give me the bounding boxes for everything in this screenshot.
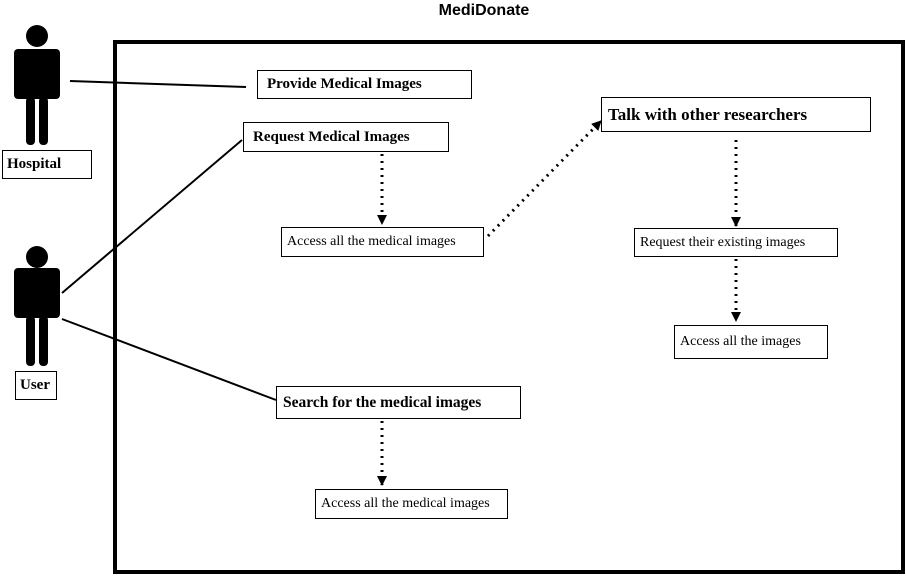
actor-label-hospital: Hospital: [2, 150, 92, 179]
use-case-request-medical-images: Request Medical Images: [243, 122, 449, 152]
include-arrow-access-to-talk: [486, 119, 603, 238]
step-access-all-images: Access all the images: [674, 325, 828, 359]
step-request-existing-images: Request their existing images: [634, 228, 838, 257]
step-access-after-request: Access all the medical images: [281, 227, 484, 257]
user-actor-icon: [14, 246, 60, 366]
association-user-search: [61, 318, 277, 401]
use-case-talk-with-researchers: Talk with other researchers: [601, 97, 871, 132]
use-case-provide-medical-images: Provide Medical Images: [257, 70, 472, 99]
step-access-after-search: Access all the medical images: [315, 489, 508, 519]
use-case-search-medical-images: Search for the medical images: [276, 386, 521, 419]
association-hospital-provide: [69, 80, 247, 88]
diagram-title: MediDonate: [438, 2, 530, 19]
system-boundary: [113, 40, 905, 574]
hospital-actor-icon: [14, 25, 60, 145]
association-user-request: [61, 139, 243, 294]
actor-label-user: User: [15, 371, 57, 400]
